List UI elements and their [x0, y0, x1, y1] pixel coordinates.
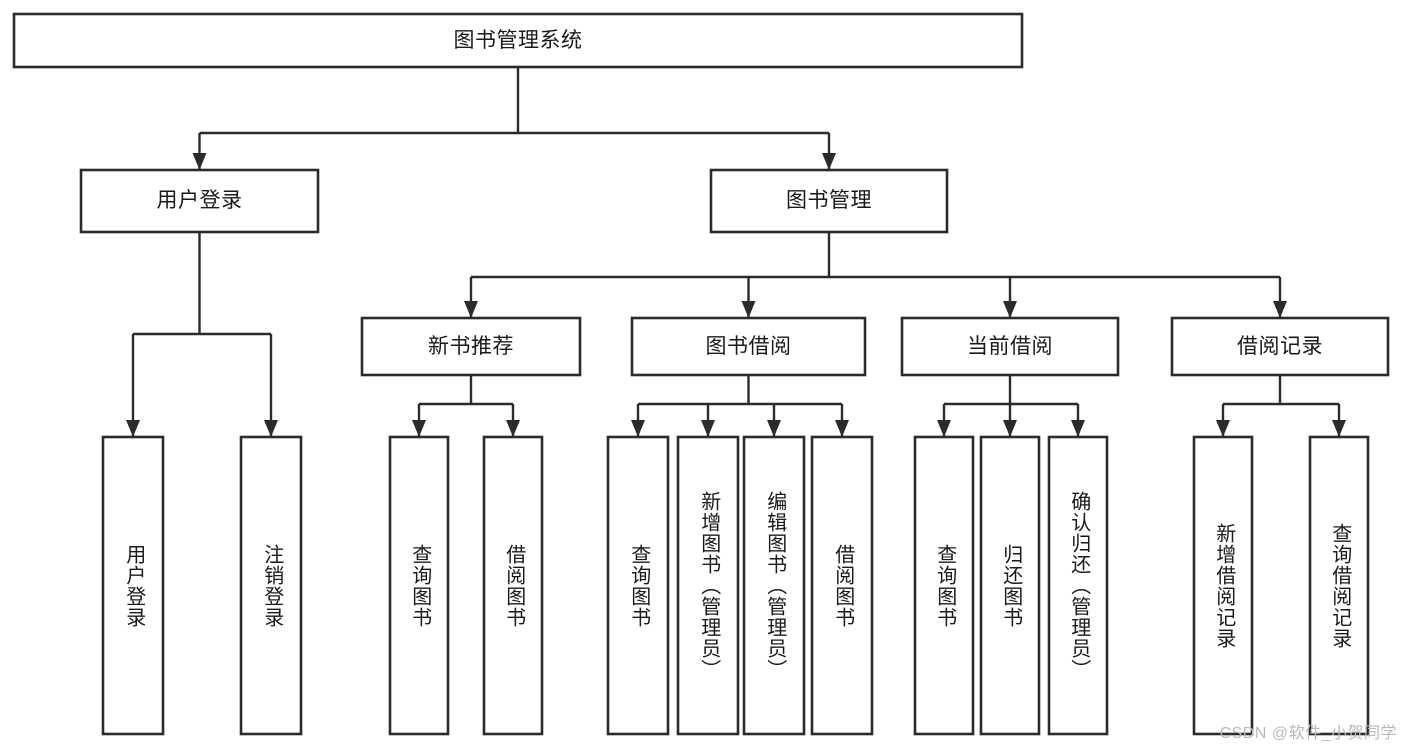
- node-box-leaf-add-book[interactable]: [676, 435, 740, 736]
- node-label-leaf-borrow-book-rec: 借阅图书: [502, 543, 525, 628]
- node-box-leaf-user-login[interactable]: [101, 435, 165, 736]
- node-label-leaf-query-record: 查询借阅记录: [1328, 522, 1351, 649]
- node-label-borrow-record: 借阅记录: [1237, 334, 1323, 358]
- node-label-leaf-query-book: 查询图书: [627, 543, 650, 628]
- node-box-leaf-query-book[interactable]: [606, 435, 670, 736]
- node-label-root: 图书管理系统: [453, 28, 583, 52]
- node-label-leaf-query-book-rec: 查询图书: [408, 543, 431, 628]
- node-box-new-book-rec[interactable]: [360, 316, 582, 377]
- node-label-leaf-add-record: 新增借阅记录: [1212, 522, 1235, 649]
- node-box-leaf-logout[interactable]: [239, 435, 303, 736]
- node-box-leaf-query-record[interactable]: [1308, 435, 1370, 736]
- boxes-layer: [12, 12, 1390, 736]
- node-box-user-login[interactable]: [79, 168, 320, 234]
- node-box-leaf-edit-book[interactable]: [742, 435, 806, 736]
- node-label-user-login: 用户登录: [156, 189, 243, 213]
- node-label-leaf-borrow-book: 借阅图书: [831, 543, 854, 628]
- node-label-leaf-user-login: 用户登录: [122, 543, 145, 628]
- node-label-leaf-confirm-return: 确认归还（管理员）: [1067, 491, 1090, 680]
- node-box-leaf-borrow-book[interactable]: [810, 435, 874, 736]
- node-box-leaf-confirm-return[interactable]: [1047, 435, 1109, 736]
- node-box-book-borrow[interactable]: [630, 316, 867, 377]
- node-label-leaf-return-book: 归还图书: [999, 543, 1022, 628]
- node-box-leaf-return-book[interactable]: [979, 435, 1041, 736]
- node-label-book-manage: 图书管理: [786, 189, 872, 213]
- node-label-current-borrow: 当前借阅: [967, 334, 1053, 358]
- node-box-current-borrow[interactable]: [900, 316, 1120, 377]
- node-label-leaf-edit-book: 编辑图书（管理员）: [763, 491, 786, 680]
- node-box-book-manage[interactable]: [709, 168, 949, 234]
- node-label-leaf-query-book-cur: 查询图书: [933, 543, 956, 628]
- node-box-leaf-query-book-cur[interactable]: [913, 435, 975, 736]
- watermark-text: CSDN @软件_小贺同学: [1219, 725, 1397, 742]
- node-box-leaf-query-book-rec[interactable]: [388, 435, 450, 736]
- node-label-leaf-add-book: 新增图书（管理员）: [697, 491, 720, 680]
- node-box-root[interactable]: [12, 12, 1024, 69]
- node-box-leaf-add-record[interactable]: [1192, 435, 1254, 736]
- node-label-leaf-logout: 注销登录: [260, 543, 283, 628]
- node-label-book-borrow: 图书借阅: [705, 334, 792, 358]
- edges-layer: [126, 67, 1346, 437]
- node-box-borrow-record[interactable]: [1170, 316, 1390, 377]
- node-box-leaf-borrow-book-rec[interactable]: [482, 435, 544, 736]
- node-label-new-book-rec: 新书推荐: [428, 334, 514, 358]
